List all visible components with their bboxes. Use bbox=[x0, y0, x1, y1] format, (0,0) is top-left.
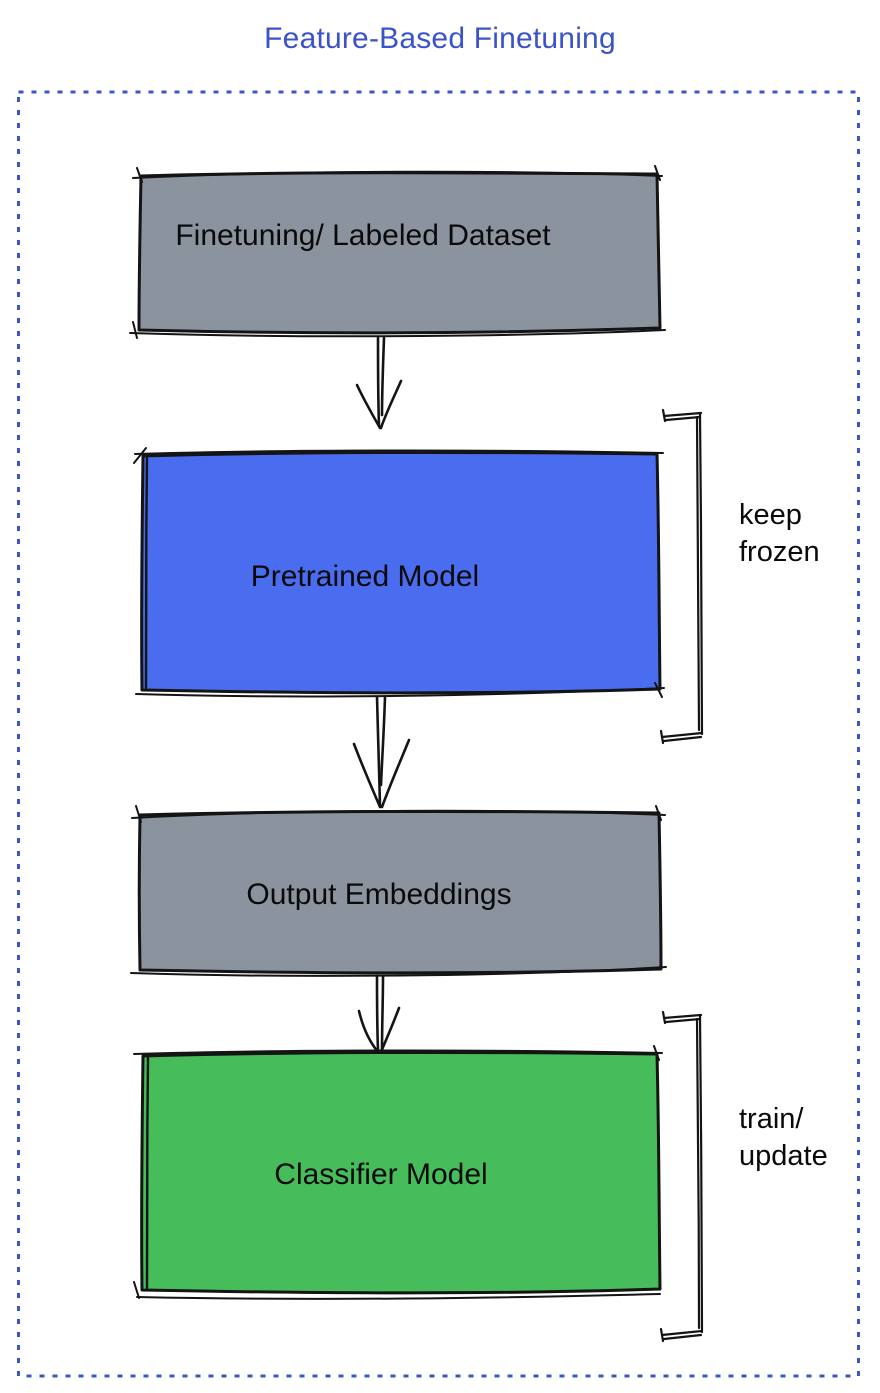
arrow-embeddings-to-classifier-icon bbox=[357, 974, 401, 1054]
classifier-box-sketch-bottom bbox=[136, 1293, 661, 1300]
keep-frozen-line2: frozen bbox=[739, 536, 820, 568]
bracket-keep-frozen bbox=[659, 408, 704, 745]
pretrained-box bbox=[133, 447, 665, 698]
dataset-box-shape bbox=[137, 171, 662, 335]
classifier-box-sketch-left bbox=[145, 1056, 150, 1290]
arrow-pretrained-to-embeddings-icon bbox=[352, 695, 411, 809]
dataset-box-sketch-bottom bbox=[129, 329, 666, 338]
bracket-train-update bbox=[659, 1010, 704, 1343]
classifier-box-corner-ticks bbox=[133, 1045, 660, 1299]
outer-dashed-border bbox=[17, 90, 860, 1378]
embeddings-box bbox=[130, 805, 667, 977]
embeddings-box-shape bbox=[137, 809, 663, 975]
arrow-dataset-to-pretrained-icon bbox=[355, 336, 403, 430]
keep-frozen-annotation: keep frozen bbox=[739, 497, 820, 571]
pretrained-box-sketch-left bbox=[144, 456, 149, 690]
train-update-line2: update bbox=[739, 1140, 828, 1172]
embeddings-box-sketch-top bbox=[131, 809, 666, 819]
pretrained-box-sketch-bottom bbox=[135, 687, 665, 698]
pretrained-box-sketch-top bbox=[134, 449, 664, 455]
embeddings-box-sketch-bottom bbox=[130, 966, 667, 977]
embeddings-box-corner-ticks bbox=[135, 805, 662, 823]
dataset-box-corner-ticks bbox=[132, 165, 661, 339]
keep-frozen-line1: keep bbox=[739, 499, 802, 531]
dataset-box-sketch-top bbox=[132, 170, 663, 179]
pretrained-box-corner-ticks bbox=[133, 447, 663, 698]
diagram-title: Feature-Based Finetuning bbox=[264, 22, 616, 55]
train-update-line1: train/ bbox=[739, 1103, 804, 1135]
pretrained-box-shape bbox=[140, 450, 662, 695]
classifier-box-shape bbox=[140, 1050, 662, 1295]
dataset-box bbox=[129, 165, 666, 339]
classifier-box-sketch-top bbox=[133, 1049, 663, 1055]
train-update-annotation: train/ update bbox=[739, 1101, 828, 1175]
classifier-box bbox=[133, 1045, 663, 1300]
